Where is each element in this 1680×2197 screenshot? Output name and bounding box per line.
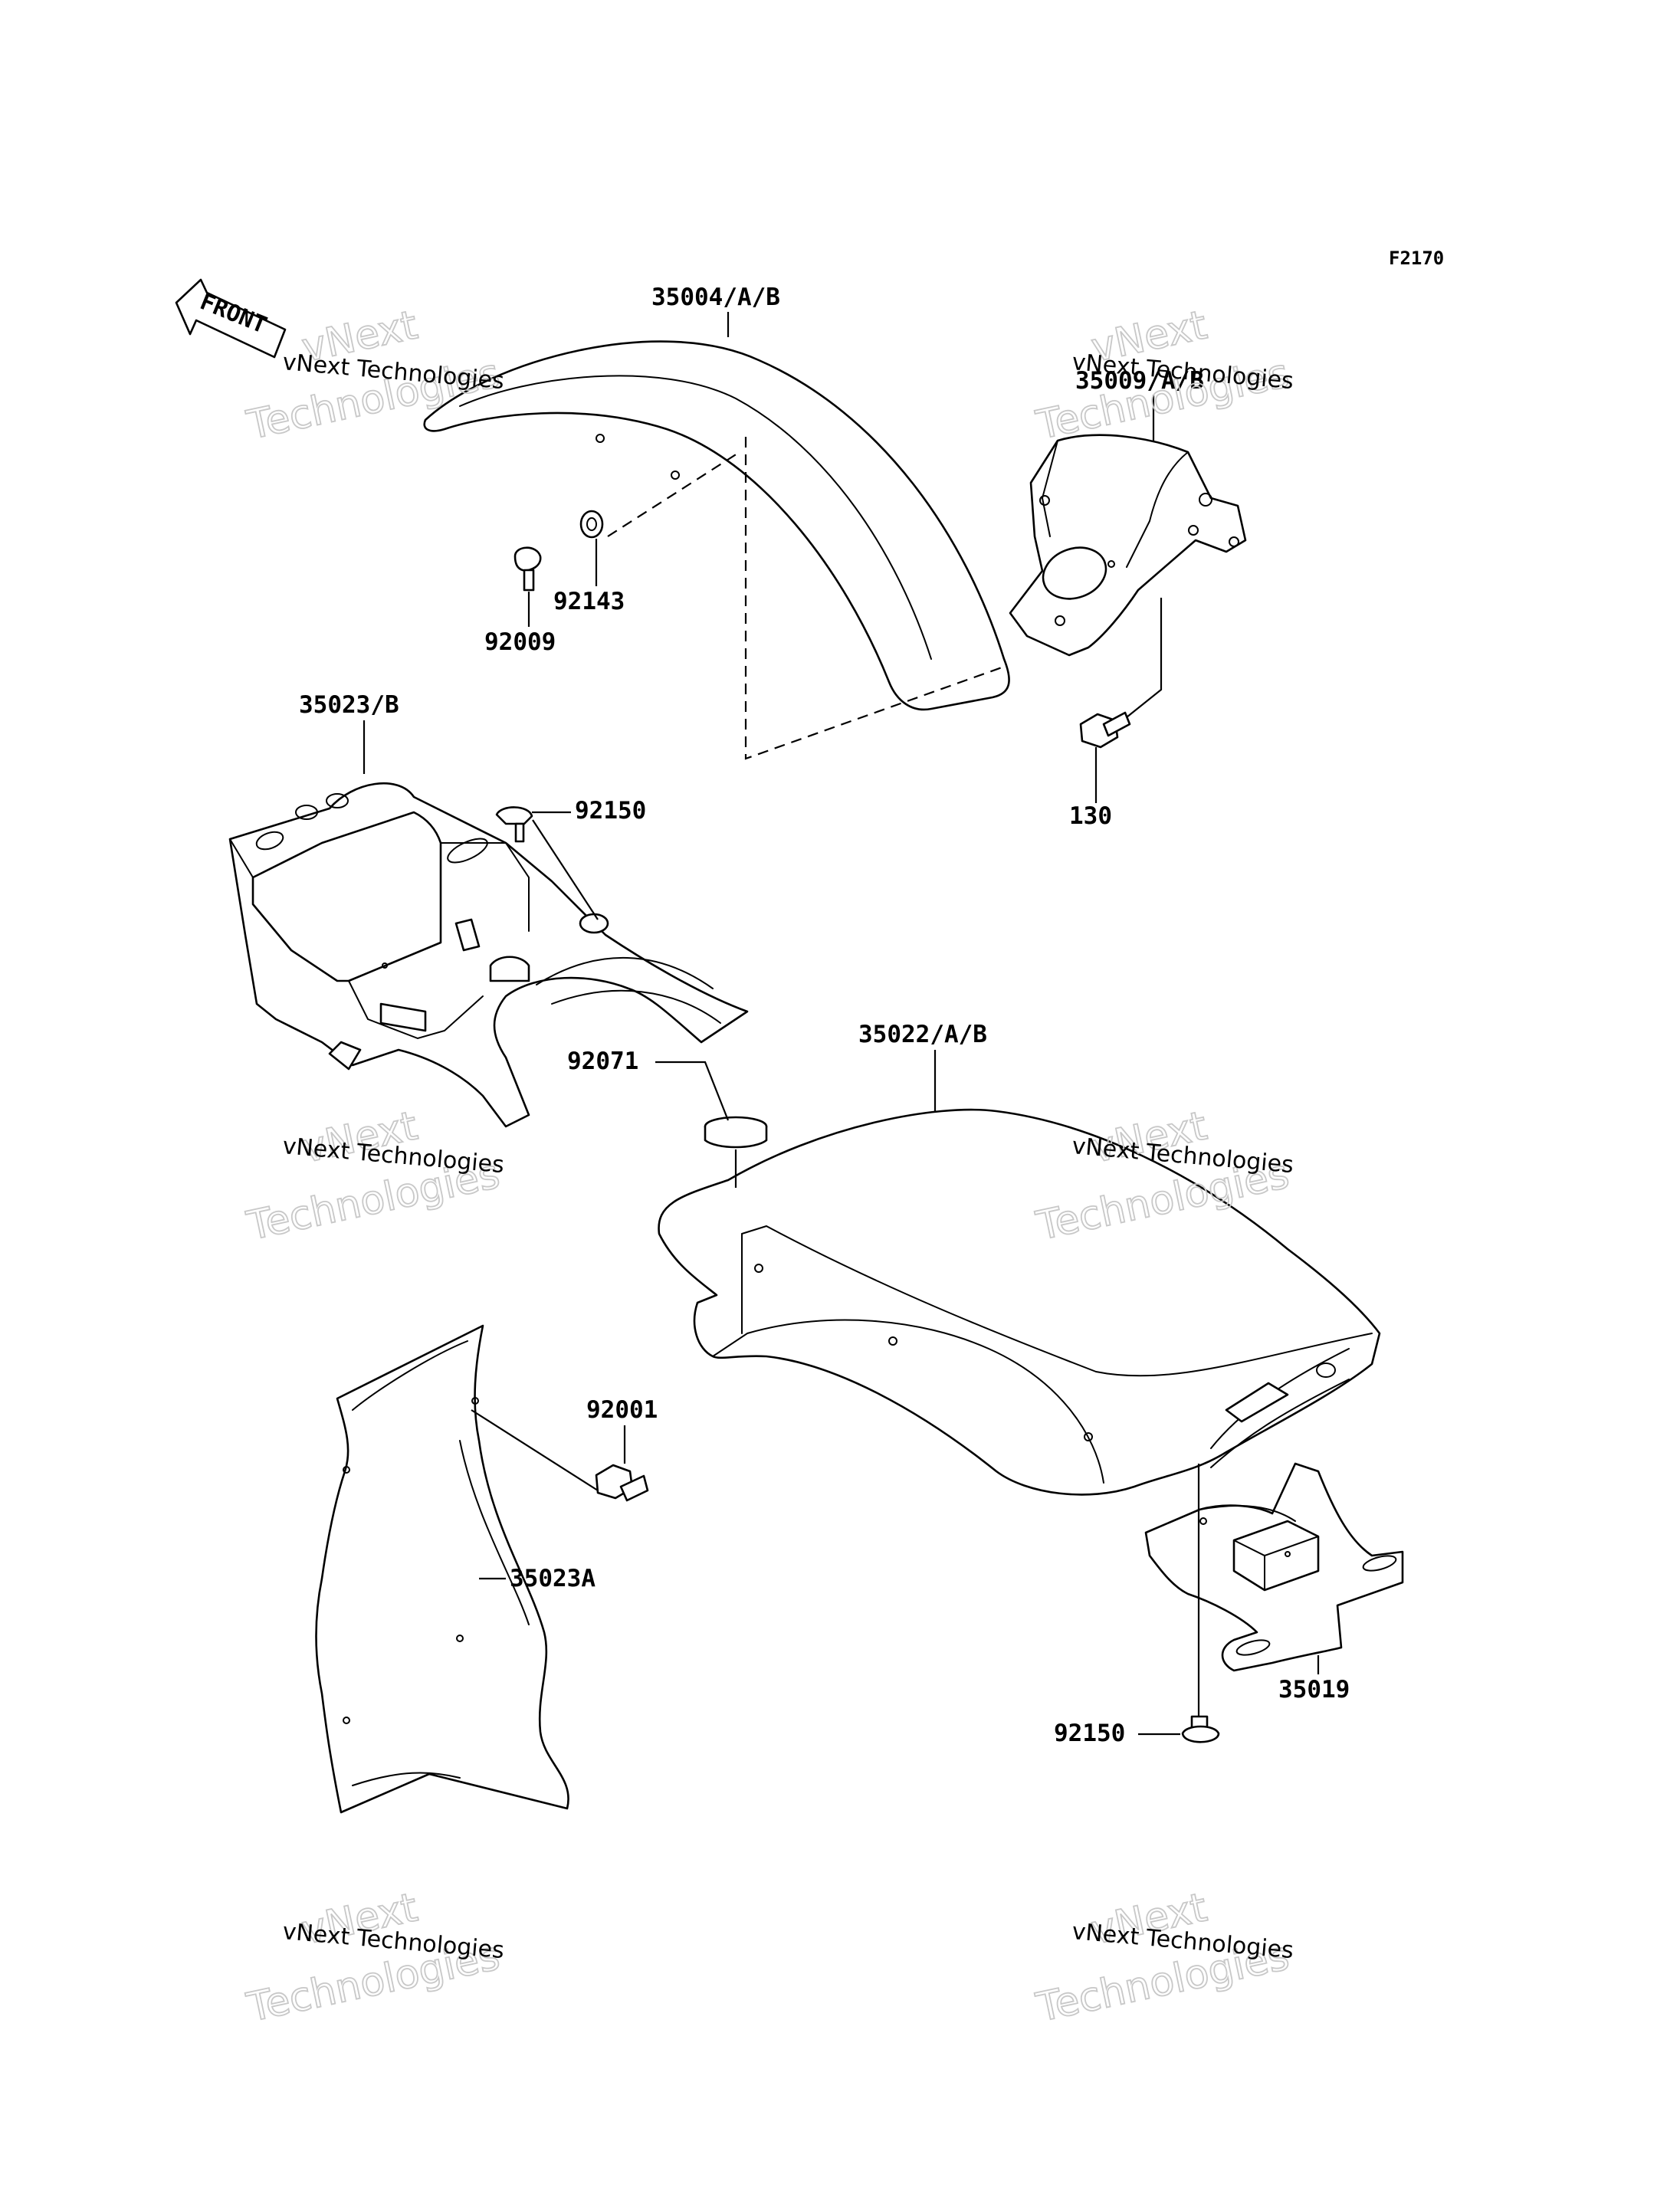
watermark-bottom-right: vNext Technologies vNext Technologies (1032, 1884, 1294, 2032)
rear-inner-fender-35023[interactable] (228, 782, 749, 1128)
label-35019: 35019 (1278, 1676, 1350, 1703)
washer-92143[interactable] (579, 510, 604, 539)
bolt-92001[interactable] (595, 1464, 649, 1502)
fender-bracket-35009[interactable] (1009, 434, 1247, 657)
clip-92150-lower[interactable] (1181, 1715, 1220, 1743)
bolt-130[interactable] (1079, 711, 1131, 749)
rear-flap-35023a[interactable] (315, 1324, 569, 1814)
label-130: 130 (1069, 802, 1112, 830)
label-92001: 92001 (586, 1396, 658, 1424)
grommet-92071[interactable] (704, 1116, 768, 1149)
watermark-top-left: vNext Technologies vNext Technologies (242, 302, 505, 450)
label-35023b: 35023/B (299, 691, 399, 719)
watermark-mid-left: vNext Technologies vNext Technologies (242, 1103, 505, 1251)
front-arrow-icon: FRONT (175, 278, 287, 359)
label-35022: 35022/A/B (858, 1021, 987, 1048)
watermark-top-right: vNext Technologies vNext Technologies (1032, 302, 1294, 450)
rivet-92009[interactable] (514, 546, 542, 592)
label-92143: 92143 (553, 588, 625, 615)
license-bracket-35019[interactable] (1144, 1462, 1404, 1672)
label-92071: 92071 (567, 1048, 638, 1075)
label-35009: 35009/A/B (1075, 367, 1204, 395)
front-fender-35004[interactable] (423, 340, 1010, 711)
label-35004: 35004/A/B (651, 284, 780, 311)
label-92150-lower: 92150 (1054, 1720, 1125, 1747)
label-92009: 92009 (484, 628, 556, 656)
label-35023a: 35023A (510, 1565, 596, 1592)
watermark-bottom-left: vNext Technologies vNext Technologies (242, 1884, 505, 2032)
figure-ref-code: F2170 (1389, 248, 1444, 269)
rear-fender-35022[interactable] (658, 1108, 1381, 1496)
clip-92150-upper[interactable] (495, 806, 533, 843)
label-92150-upper: 92150 (575, 797, 646, 825)
